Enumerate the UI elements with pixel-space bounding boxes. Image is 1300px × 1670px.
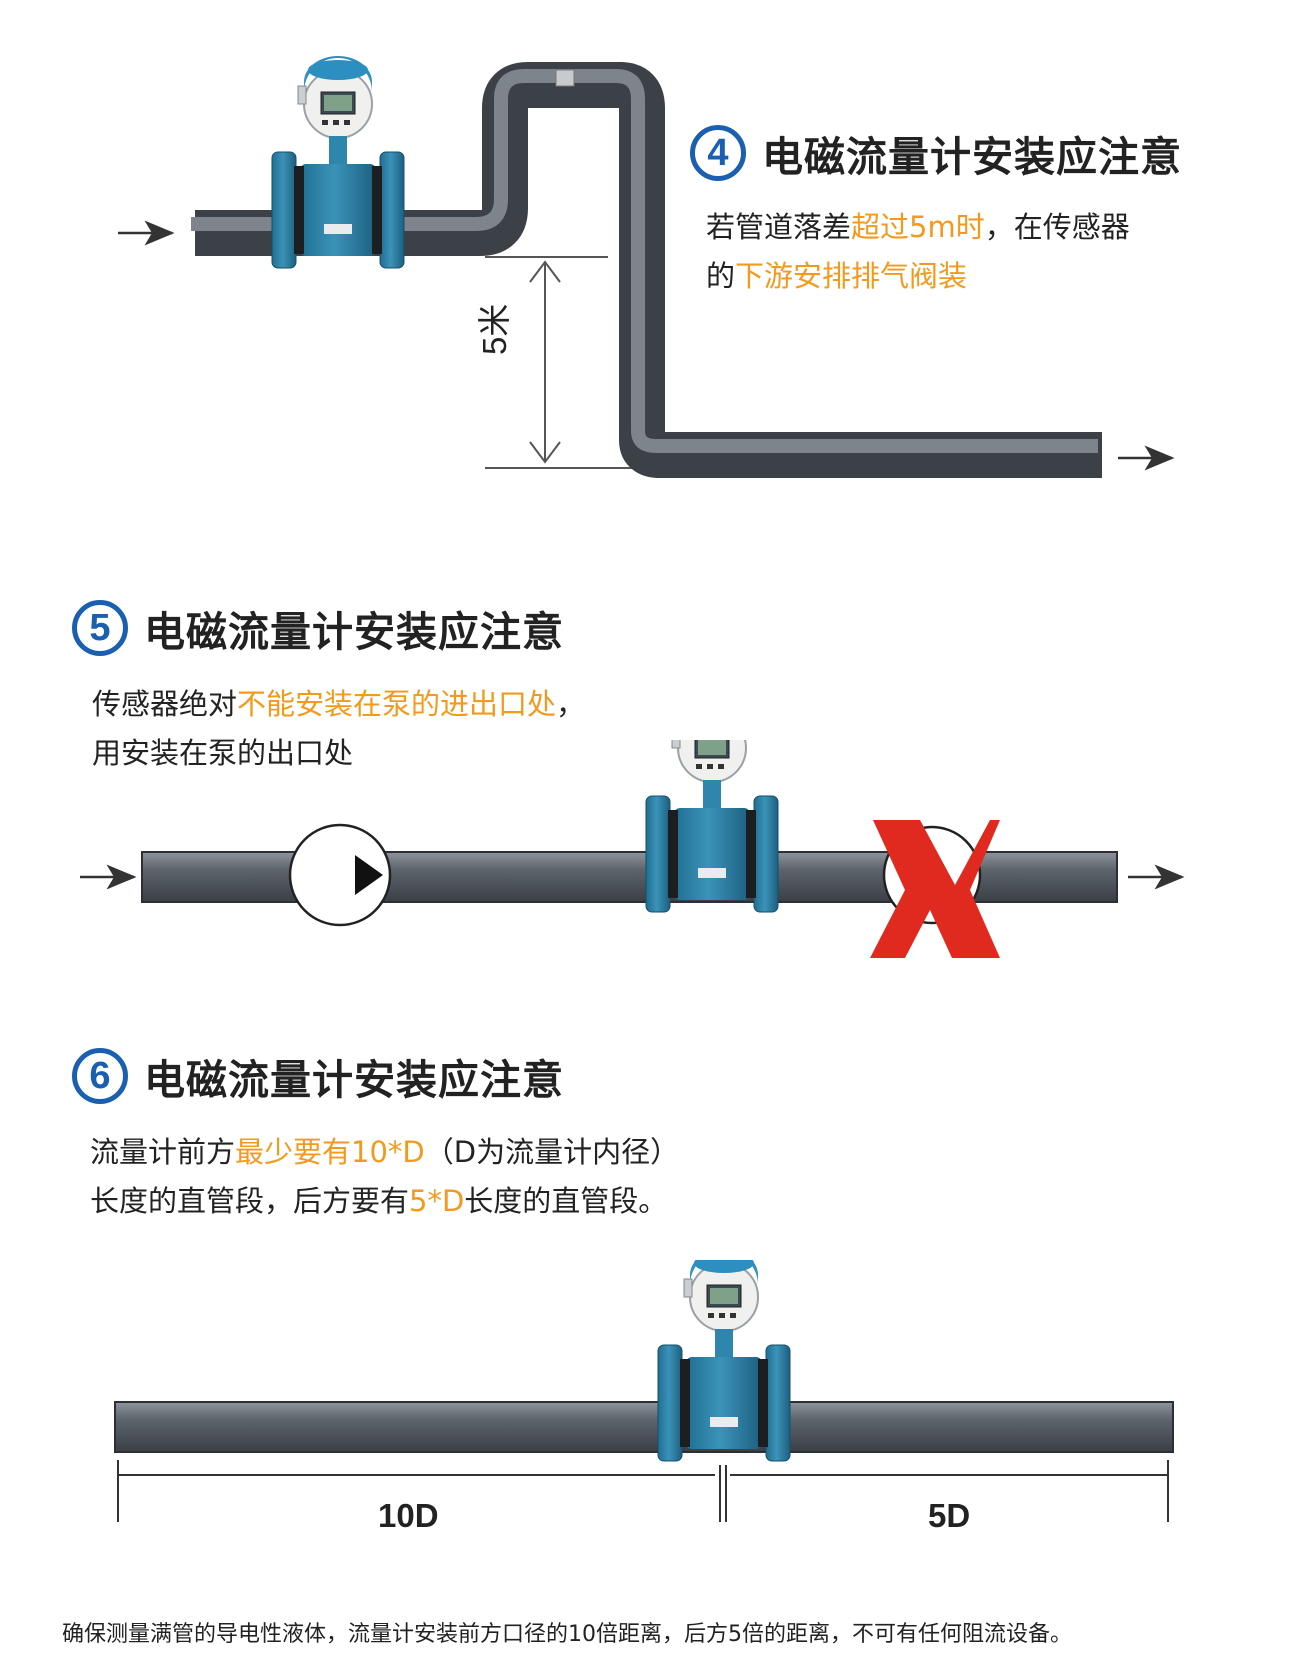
text: ， xyxy=(556,687,586,721)
air-vent-valve xyxy=(555,69,575,87)
section-4-title: 电磁流量计安装应注意 xyxy=(762,133,1182,181)
text: 用安装在泵的出口处 xyxy=(92,736,354,770)
label-10d: 10D xyxy=(378,1497,439,1534)
text: 若管道落差 xyxy=(706,210,852,244)
pipe-straight xyxy=(114,1401,1174,1453)
section-6-title: 电磁流量计安装应注意 xyxy=(144,1056,564,1104)
highlight-text: 超过5m时 xyxy=(851,210,985,244)
text: ，在传感器 xyxy=(984,210,1130,244)
highlight-text: 下游安排排气阀装 xyxy=(735,259,968,293)
flow-meter-6 xyxy=(657,1260,791,1462)
highlight-text: 5*D xyxy=(409,1184,465,1218)
wrong-cross-icon xyxy=(870,820,1000,958)
diagram-section-5 xyxy=(80,740,1185,958)
pump-circle xyxy=(288,823,392,927)
text: 流量计前方 xyxy=(90,1135,236,1169)
section-4-heading: 4 电磁流量计安装应注意 xyxy=(690,123,1182,183)
pump-play-icon xyxy=(355,855,383,895)
text: 的 xyxy=(706,259,736,293)
diagram-section-4 xyxy=(118,55,1175,478)
section-6-description: 流量计前方最少要有10*D（D为流量计内径） 长度的直管段，后方要有5*D长度的… xyxy=(90,1128,679,1226)
text: 传感器绝对 xyxy=(92,687,238,721)
text: 长度的直管段。 xyxy=(464,1184,668,1218)
step-badge-6: 6 xyxy=(72,1048,128,1104)
flow-meter-4 xyxy=(271,55,405,269)
step-badge-4: 4 xyxy=(690,125,746,181)
diagram-section-6 xyxy=(114,1260,1174,1522)
footer-note: 确保测量满管的导电性液体，流量计安装前方口径的10倍距离，后方5倍的距离，不可有… xyxy=(62,1622,1072,1647)
text: 长度的直管段，后方要有 xyxy=(90,1184,410,1218)
section-6-heading: 6 电磁流量计安装应注意 xyxy=(72,1046,564,1106)
section-5-heading: 5 电磁流量计安装应注意 xyxy=(72,598,564,658)
label-5d: 5D xyxy=(928,1497,971,1534)
step-badge-5: 5 xyxy=(72,600,128,656)
section-5-description: 传感器绝对不能安装在泵的进出口处， 用安装在泵的出口处 xyxy=(92,680,585,778)
section-4-description: 若管道落差超过5m时，在传感器 的下游安排排气阀装 xyxy=(706,203,1130,301)
highlight-text: 最少要有10*D xyxy=(235,1135,425,1169)
section-5-title: 电磁流量计安装应注意 xyxy=(144,608,564,656)
flow-meter-5 xyxy=(645,740,779,913)
highlight-text: 不能安装在泵的进出口处 xyxy=(237,687,557,721)
text: （D为流量计内径） xyxy=(424,1135,680,1169)
dim-label-5m: 5米 xyxy=(476,303,513,355)
